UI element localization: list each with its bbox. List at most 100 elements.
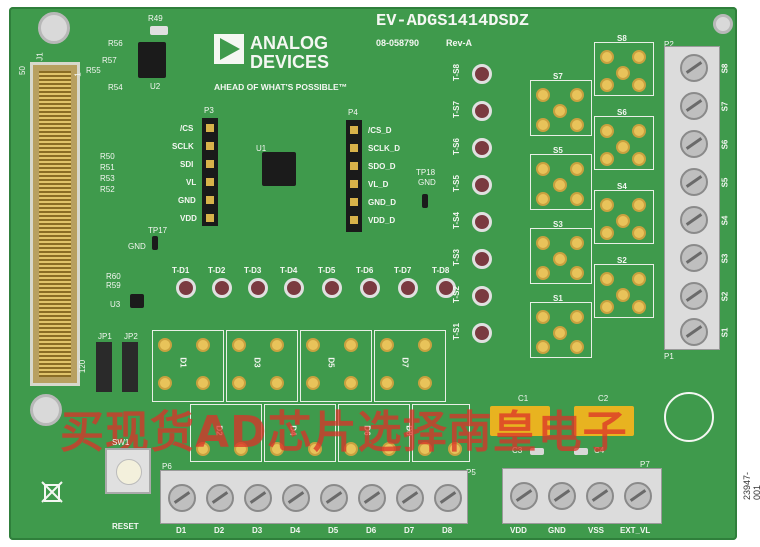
sw1-label: SW1 xyxy=(112,438,130,447)
t-d5-label: T-D5 xyxy=(318,266,336,275)
p3-pin-sdi: SDI xyxy=(180,160,194,169)
t-s7-label: T-S7 xyxy=(451,101,461,118)
s5-block-label: S5 xyxy=(553,146,563,155)
screw-vdd[interactable] xyxy=(510,482,538,510)
s4-block-label: S4 xyxy=(617,182,627,191)
u3-label: U3 xyxy=(110,300,121,309)
screw-s1-label: S1 xyxy=(720,327,730,338)
testpoint-t-s2 xyxy=(472,286,492,306)
footprint-s2 xyxy=(594,264,654,318)
t-d3-label: T-D3 xyxy=(244,266,262,275)
screw-s2-label: S2 xyxy=(720,291,730,302)
reset-button[interactable] xyxy=(105,448,151,494)
s8-block-label: S8 xyxy=(617,34,627,43)
screw-d6[interactable] xyxy=(358,484,386,512)
p4-pin-cs: /CS_D xyxy=(368,126,392,135)
screw-ext-vl[interactable] xyxy=(624,482,652,510)
footprint-d2 xyxy=(190,404,262,462)
footprint-d6 xyxy=(338,404,410,462)
t-d8-label: T-D8 xyxy=(432,266,450,275)
header-p4 xyxy=(346,120,362,232)
p5-label: P5 xyxy=(466,468,476,477)
screw-gnd[interactable] xyxy=(548,482,576,510)
screw-d1[interactable] xyxy=(168,484,196,512)
testpoint-tp17 xyxy=(152,236,158,250)
t-d6-label: T-D6 xyxy=(356,266,374,275)
footprint-d8 xyxy=(412,404,470,462)
jumper-jp1[interactable] xyxy=(96,342,112,392)
capacitor-c2 xyxy=(574,406,634,436)
chip-u1 xyxy=(262,152,296,186)
screw-ext-vl-label: EXT_VL xyxy=(620,526,651,535)
p2-label: P2 xyxy=(664,40,674,49)
screw-s3[interactable] xyxy=(680,244,708,272)
testpoint-t-s6 xyxy=(472,138,492,158)
edge-connector-j1 xyxy=(30,62,80,386)
capacitor-c4 xyxy=(574,448,588,455)
footprint-s1 xyxy=(530,302,592,358)
footprint-s6 xyxy=(594,116,654,170)
p6-label: P6 xyxy=(162,462,172,471)
screw-d5[interactable] xyxy=(320,484,348,512)
p4-pin-gnd: GND_D xyxy=(368,198,397,207)
screw-d1-label: D1 xyxy=(176,526,187,535)
testpoint-t-s7 xyxy=(472,101,492,121)
screw-d8[interactable] xyxy=(434,484,462,512)
r51-label: R51 xyxy=(100,163,115,172)
screw-s5[interactable] xyxy=(680,168,708,196)
footprint-s3 xyxy=(530,228,592,284)
figure-id: 23947-001 xyxy=(742,471,760,500)
testpoint-tp18 xyxy=(422,194,428,208)
p4-pin-vdd: VDD_D xyxy=(368,216,396,225)
r60-label: R60 xyxy=(106,272,121,281)
t-s4-label: T-S4 xyxy=(451,212,461,229)
footprint-s5 xyxy=(530,154,592,210)
screw-s2[interactable] xyxy=(680,282,708,310)
r50-label: R50 xyxy=(100,152,115,161)
screw-d4-label: D4 xyxy=(290,526,301,535)
logo-line1: ANALOG xyxy=(250,33,328,53)
p3-pin-cs: /CS xyxy=(180,124,194,133)
p7-label: P7 xyxy=(640,460,650,469)
screw-vss[interactable] xyxy=(586,482,614,510)
screw-d2[interactable] xyxy=(206,484,234,512)
jumper-jp2[interactable] xyxy=(122,342,138,392)
weee-bin-icon xyxy=(40,480,64,504)
c4-label: C4 xyxy=(594,446,605,455)
screw-vdd-label: VDD xyxy=(510,526,527,535)
chip-u3 xyxy=(130,294,144,308)
footprint-d7 xyxy=(374,330,446,402)
t-s8-label: T-S8 xyxy=(451,64,461,81)
c1-label: C1 xyxy=(518,394,529,403)
testpoint-t-s8 xyxy=(472,64,492,84)
r49-label: R49 xyxy=(148,14,163,23)
t-d7-label: T-D7 xyxy=(394,266,412,275)
r57-label: R57 xyxy=(102,56,117,65)
screw-d4[interactable] xyxy=(282,484,310,512)
c2-label: C2 xyxy=(598,394,609,403)
screw-s7[interactable] xyxy=(680,92,708,120)
rohs-badge-icon xyxy=(664,392,714,442)
s6-block-label: S6 xyxy=(617,108,627,117)
screw-d7[interactable] xyxy=(396,484,424,512)
reset-label: RESET xyxy=(112,522,139,531)
footprint-d1 xyxy=(152,330,224,402)
analog-devices-logo xyxy=(214,34,244,64)
r52-label: R52 xyxy=(100,185,115,194)
r55-label: R55 xyxy=(86,66,101,75)
screw-s8[interactable] xyxy=(680,54,708,82)
screw-d2-label: D2 xyxy=(214,526,225,535)
screw-s1[interactable] xyxy=(680,318,708,346)
testpoint-t-s3 xyxy=(472,249,492,269)
j1-pin50-label: 50 xyxy=(17,66,27,75)
mounting-hole-bottom-left xyxy=(30,394,62,426)
chip-u2 xyxy=(138,42,166,78)
footprint-s8 xyxy=(594,42,654,96)
screw-gnd-label: GND xyxy=(548,526,566,535)
screw-s4[interactable] xyxy=(680,206,708,234)
screw-s8-label: S8 xyxy=(720,63,730,74)
screw-s6[interactable] xyxy=(680,130,708,158)
screw-d3[interactable] xyxy=(244,484,272,512)
j1-label: J1 xyxy=(35,52,45,61)
j1-pin1-label: 1 xyxy=(73,72,83,77)
